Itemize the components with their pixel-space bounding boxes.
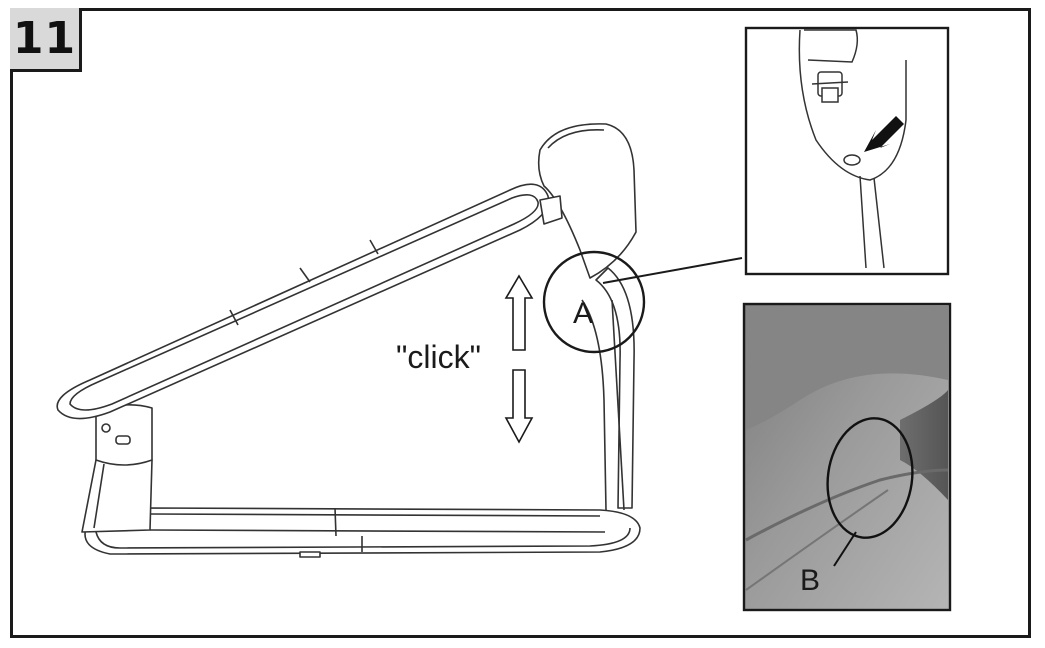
click-label: "click" bbox=[396, 339, 481, 375]
down-arrow-icon bbox=[504, 369, 534, 444]
up-arrow-icon bbox=[504, 274, 534, 351]
left-leg bbox=[81, 459, 153, 533]
pointer-arrow-icon bbox=[864, 116, 904, 152]
step-number-badge: 11 bbox=[10, 8, 82, 72]
callout-a: A bbox=[542, 250, 743, 354]
inset-photo: B bbox=[742, 302, 952, 612]
inset-detail-drawing bbox=[744, 26, 950, 276]
right-upright bbox=[595, 267, 635, 509]
seat-frame-outer bbox=[56, 183, 550, 420]
swing-frame-drawing bbox=[56, 123, 641, 558]
callout-a-leader bbox=[602, 257, 743, 284]
callout-b-label: B bbox=[800, 564, 820, 597]
callout-a-label: A bbox=[573, 297, 593, 330]
seat-frame-inner bbox=[69, 194, 539, 411]
